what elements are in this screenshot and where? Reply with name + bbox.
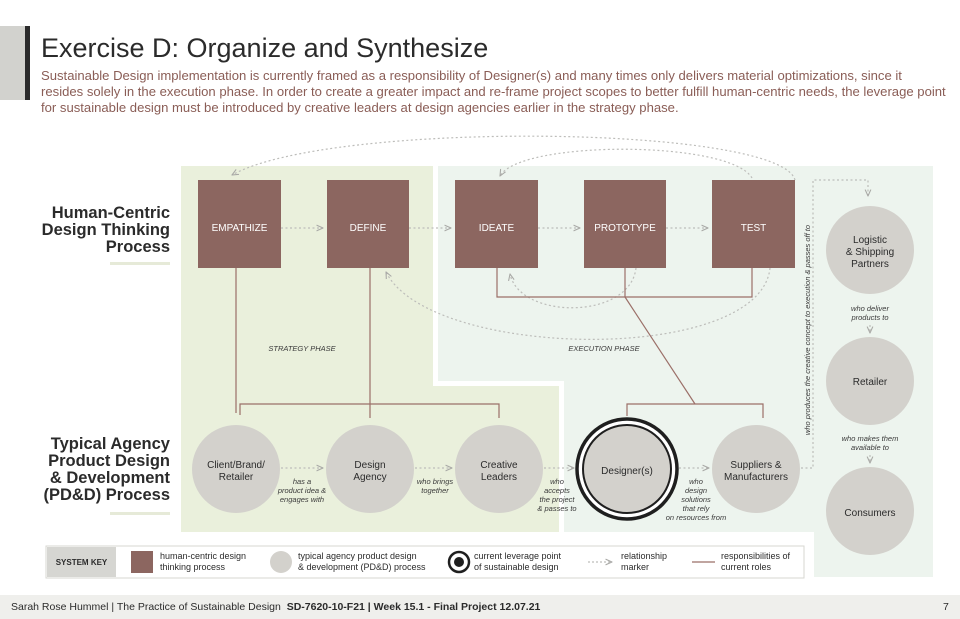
relation-text: product idea & <box>277 486 326 495</box>
leaders-label: Leaders <box>481 472 517 483</box>
key-label: relationship <box>621 551 667 561</box>
logistic-circle <box>826 206 914 294</box>
key-label: human-centric design <box>160 551 246 561</box>
logistic-label: Logistic <box>853 235 887 246</box>
relation-text: who deliver <box>851 304 889 313</box>
hcd-heading-line: Design Thinking <box>41 221 170 239</box>
agency-label: Design <box>354 460 385 471</box>
key-label: thinking process <box>160 562 226 572</box>
relation-text: who <box>689 477 703 486</box>
relation-text: has a <box>293 477 311 486</box>
hcd-heading-rule <box>110 262 170 265</box>
prototype-square <box>584 180 666 268</box>
key-label: current leverage point <box>474 551 562 561</box>
footer-author: Sarah Rose Hummel | The Practice of Sust… <box>11 601 281 613</box>
suppliers-label: Suppliers & <box>730 460 781 471</box>
relation-text: solutions <box>681 495 711 504</box>
relation-text: who makes them <box>842 434 899 443</box>
key-label: current roles <box>721 562 772 572</box>
relation-text: & passes to <box>537 504 576 513</box>
page-subtitle: Sustainable Design implementation is cur… <box>41 68 946 115</box>
relation-text: on resources from <box>666 513 726 522</box>
ideate-label: IDEATE <box>479 223 515 234</box>
designers-circle <box>582 424 672 514</box>
leaders-label: Creative <box>480 460 518 471</box>
client-label: Client/Brand/ <box>207 460 265 471</box>
prototype-label: PROTOTYPE <box>594 223 656 234</box>
leaders-circle <box>455 425 543 513</box>
key-square-icon <box>131 551 153 573</box>
ideate-square <box>455 180 538 268</box>
system-key-title-bg <box>47 547 116 577</box>
pdd-heading-line: & Development <box>49 469 170 487</box>
relation-text: accepts <box>544 486 570 495</box>
hcd-heading: Human-Centric Design Thinking Process <box>20 205 170 256</box>
empathize-label: EMPATHIZE <box>212 223 268 234</box>
footer-course: SD-7620-10-F21 | Week 15.1 - Final Proje… <box>286 601 541 613</box>
client-label: Retailer <box>219 472 254 483</box>
vertical-relation-text: who produces the creative concept to exe… <box>803 225 812 435</box>
loop-arrow-test-define <box>386 267 771 340</box>
logistic-label: Partners <box>851 259 889 270</box>
agency-label: Agency <box>353 472 386 483</box>
relation-text: available to <box>851 443 889 452</box>
pdd-heading-line: Typical Agency <box>50 435 170 453</box>
page-title: Exercise D: Organize and Synthesize <box>41 33 489 63</box>
client-circle <box>192 425 280 513</box>
empathize-square <box>198 180 281 268</box>
suppliers-circle <box>712 425 800 513</box>
left-tab-bar <box>25 26 30 100</box>
pdd-heading-line: (PD&D) Process <box>43 486 170 504</box>
key-label: & development (PD&D) process <box>298 562 426 572</box>
system-key <box>45 545 805 579</box>
responsibility-bracket-leaders <box>239 403 500 418</box>
pdd-heading-line: Product Design <box>48 452 170 470</box>
pdd-heading-rule <box>110 512 170 515</box>
relation-text: products to <box>850 313 888 322</box>
execution-phase-area <box>438 166 933 577</box>
execution-phase-label: EXECUTION PHASE <box>568 344 640 353</box>
page-number: 7 <box>943 601 949 613</box>
relation-text: who brings <box>417 477 454 486</box>
hcd-heading-line: Process <box>105 238 170 256</box>
retailer-circle <box>826 337 914 425</box>
define-square <box>327 180 409 268</box>
relation-text: design <box>685 486 707 495</box>
hcd-heading-line: Human-Centric <box>51 204 170 222</box>
relation-text: who <box>550 477 564 486</box>
key-label: marker <box>621 562 649 572</box>
key-label: responsibilities of <box>721 551 791 561</box>
suppliers-label: Manufacturers <box>724 472 788 483</box>
key-label: of sustainable design <box>474 562 559 572</box>
designers-label: Designer(s) <box>601 466 653 477</box>
consumers-circle <box>826 467 914 555</box>
relation-text: engages with <box>280 495 324 504</box>
footer-bar <box>0 595 960 619</box>
pdd-heading: Typical Agency Product Design & Developm… <box>20 436 170 504</box>
test-square <box>712 180 795 268</box>
retailer-label: Retailer <box>853 377 888 388</box>
system-key-title: SYSTEM KEY <box>56 558 108 567</box>
relation-text: that rely <box>683 504 711 513</box>
responsibility-line-diagonal <box>624 296 696 405</box>
relation-text: together <box>421 486 449 495</box>
footer-text: Sarah Rose Hummel | The Practice of Sust… <box>11 601 540 613</box>
loop-arrow-test-ideate <box>500 148 753 179</box>
key-ring-center-icon <box>454 557 464 567</box>
loop-arrow-test-empathize <box>232 135 796 181</box>
test-label: TEST <box>741 223 767 234</box>
logistic-label: & Shipping <box>846 247 894 258</box>
strategy-phase-label: STRATEGY PHASE <box>268 344 336 353</box>
key-label: typical agency product design <box>298 551 417 561</box>
agency-circle <box>326 425 414 513</box>
responsibility-bracket-designers <box>626 403 764 418</box>
consumers-label: Consumers <box>844 508 895 519</box>
key-circle-icon <box>270 551 292 573</box>
loop-arrow-prototype-ideate <box>510 267 637 309</box>
define-label: DEFINE <box>350 223 387 234</box>
relation-text: the project <box>539 495 575 504</box>
arrow-suppliers-logistic <box>801 179 868 469</box>
